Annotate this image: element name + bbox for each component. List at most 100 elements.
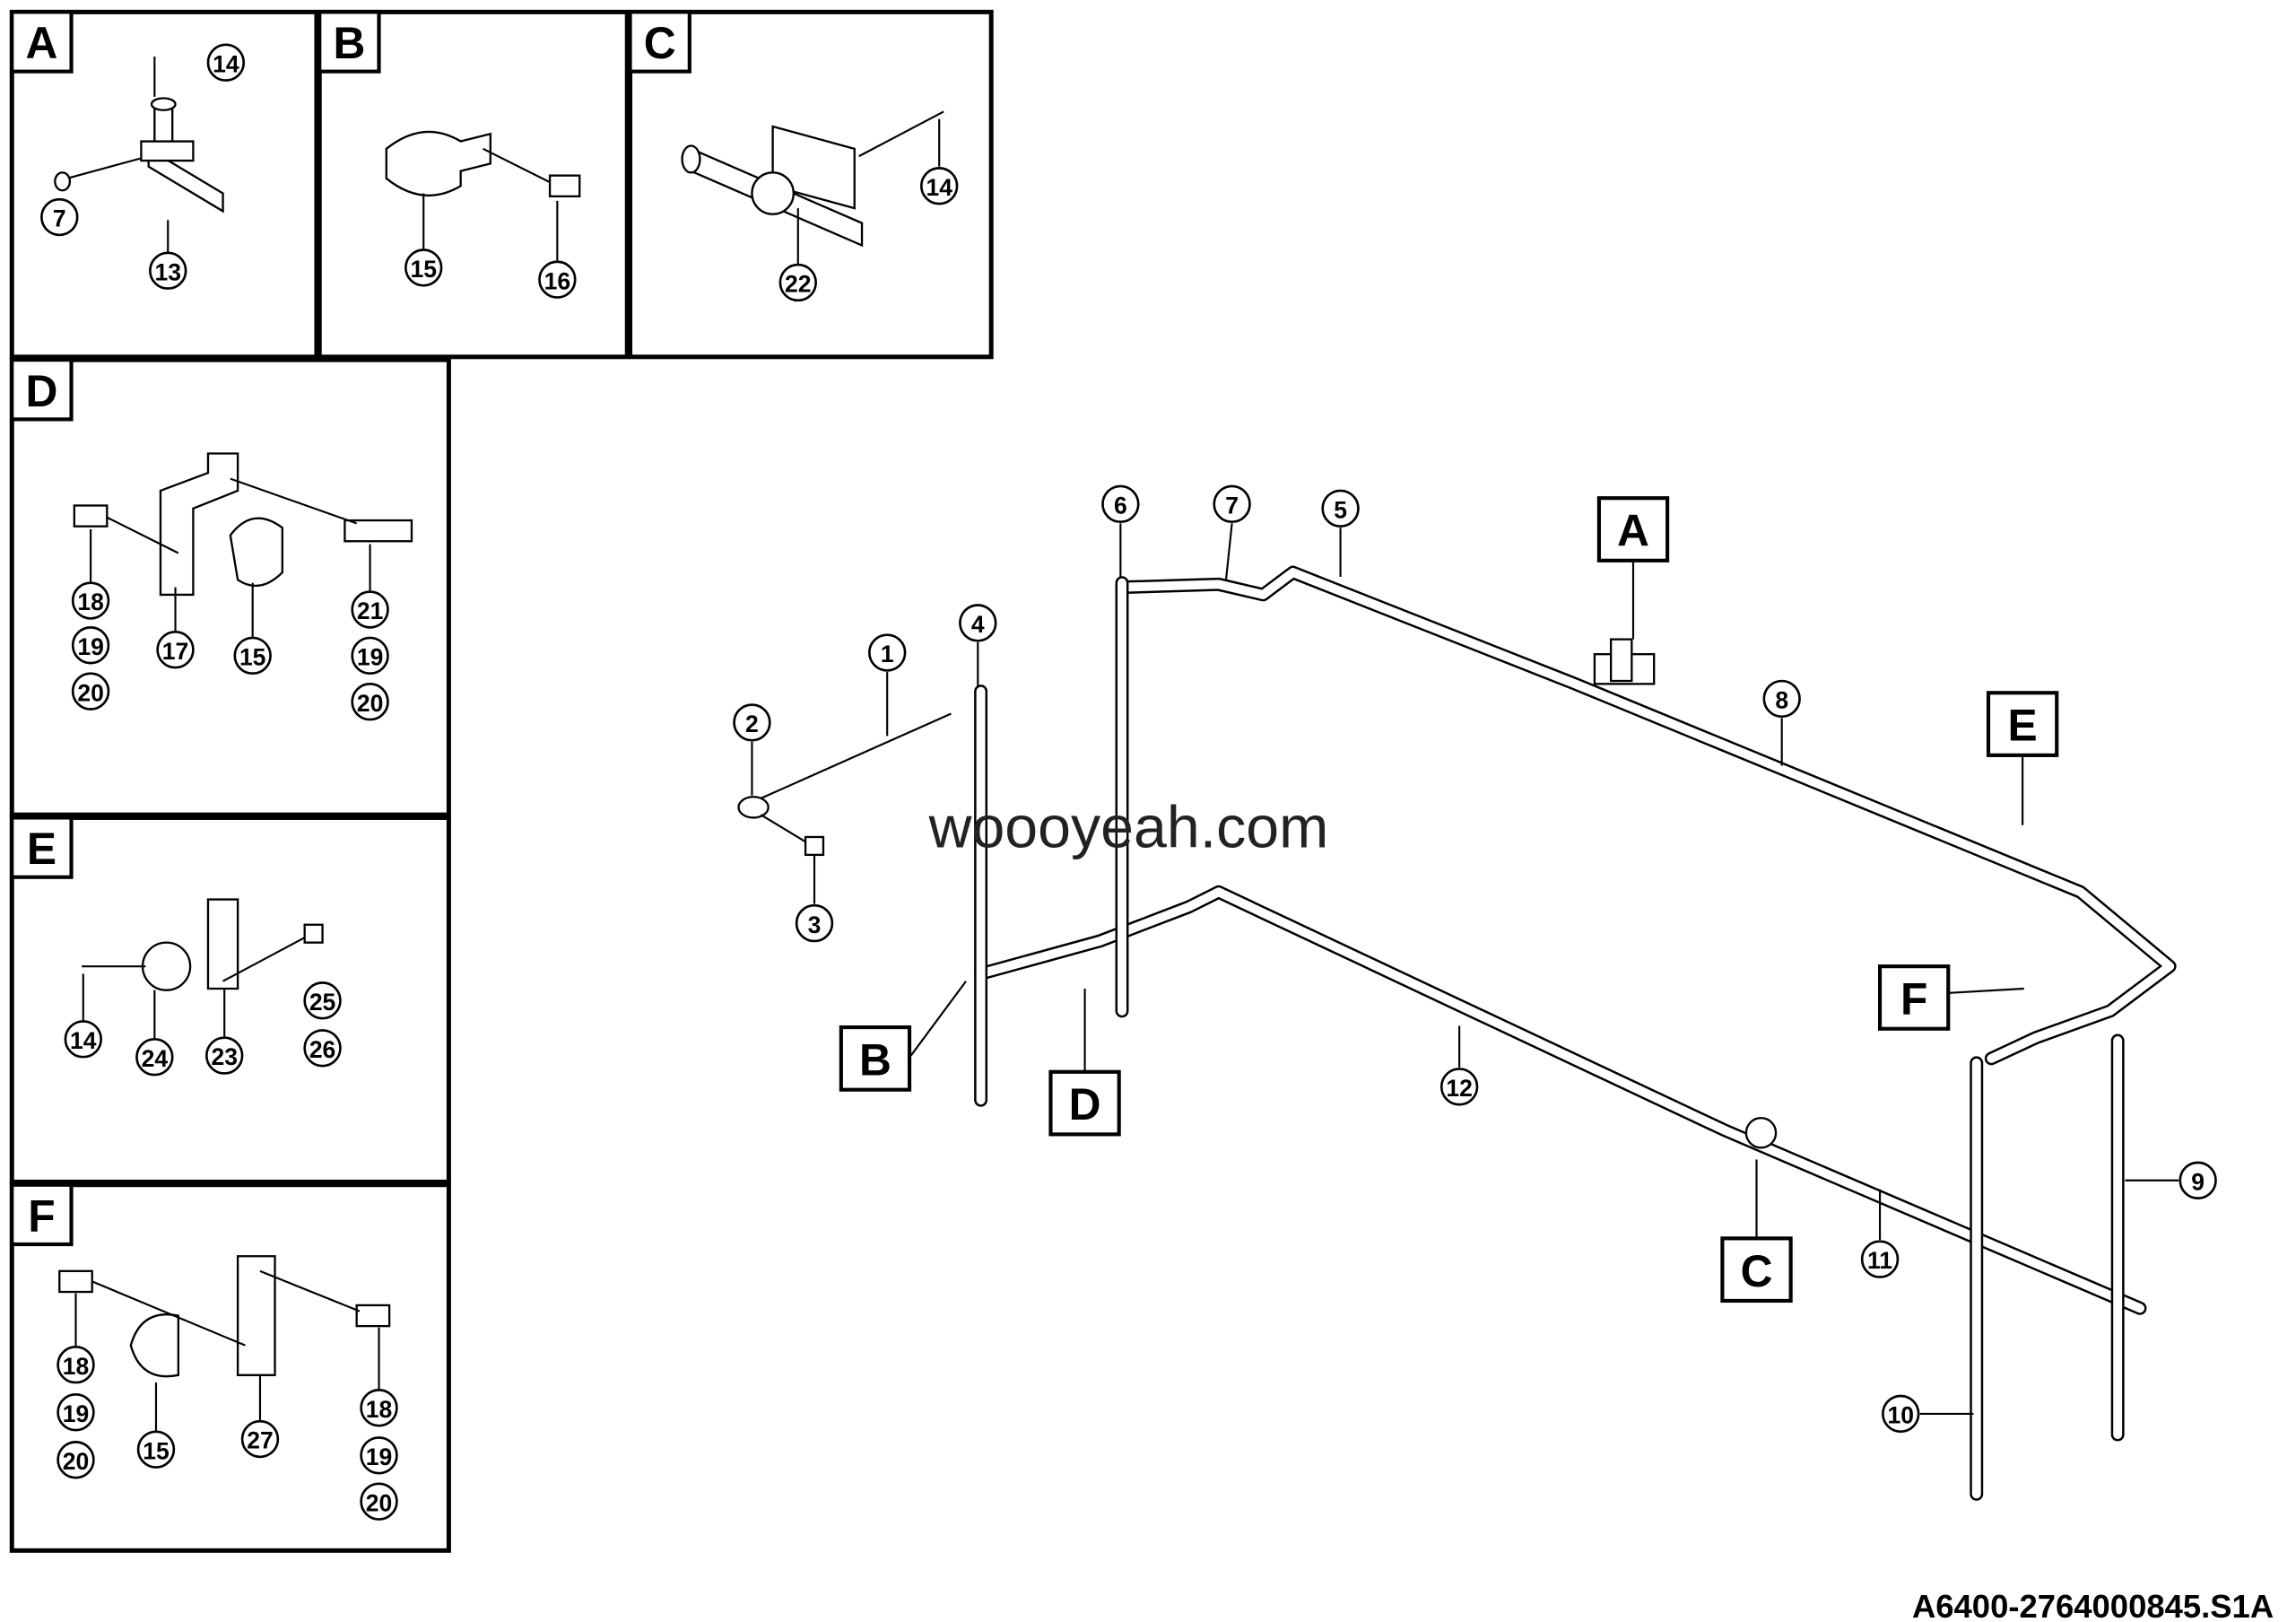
panel-b bbox=[317, 9, 630, 360]
panel-a bbox=[9, 9, 319, 360]
view-marker-e: E bbox=[1986, 691, 2059, 757]
callout-number: 27 bbox=[247, 1427, 273, 1454]
callout-number: 26 bbox=[309, 1036, 335, 1063]
lower-pipe bbox=[974, 885, 2147, 1315]
callout-number: 15 bbox=[143, 1437, 169, 1464]
callout: 20 bbox=[71, 672, 110, 711]
callout-number: 19 bbox=[357, 644, 383, 671]
callout: 17 bbox=[156, 631, 195, 669]
callout: 19 bbox=[351, 636, 389, 676]
callout: 7 bbox=[1213, 484, 1251, 524]
callout: 16 bbox=[538, 260, 577, 299]
detail-e-sketch bbox=[82, 898, 324, 1040]
callout-number: 8 bbox=[1775, 687, 1788, 714]
detail-c-sketch bbox=[681, 110, 944, 266]
view-marker-c: C bbox=[1720, 1236, 1793, 1304]
callout-number: 20 bbox=[357, 690, 383, 717]
callout-number: 9 bbox=[2191, 1168, 2205, 1195]
callout-number: 14 bbox=[70, 1027, 97, 1054]
callout: 23 bbox=[204, 1036, 244, 1075]
panel-letter-b: B bbox=[317, 10, 381, 74]
callout: 12 bbox=[1439, 1068, 1479, 1106]
callout-number: 14 bbox=[926, 174, 952, 201]
callout: 14 bbox=[919, 167, 959, 205]
callout-number: 20 bbox=[77, 679, 103, 706]
panel-letter-c-letter: C bbox=[644, 18, 676, 68]
view-marker-d: D bbox=[1048, 1069, 1121, 1137]
callout-number: 7 bbox=[53, 205, 66, 232]
callout: 5 bbox=[1321, 489, 1360, 528]
callout-number: 15 bbox=[410, 256, 436, 283]
callout: 15 bbox=[136, 1430, 176, 1469]
watermark: woooyeah.com bbox=[928, 795, 1329, 861]
view-marker-c-letter: C bbox=[1741, 1246, 1773, 1296]
panel-f bbox=[9, 1182, 451, 1553]
callout: 2 bbox=[733, 703, 771, 742]
callout-number: 22 bbox=[785, 271, 811, 298]
view-marker-a-letter: A bbox=[1617, 506, 1649, 556]
callout: 4 bbox=[959, 604, 997, 642]
panel-letter-f-letter: F bbox=[28, 1191, 55, 1242]
panel-letter-e: E bbox=[10, 815, 74, 879]
callout: 21 bbox=[351, 590, 389, 629]
callout-number: 2 bbox=[745, 711, 759, 737]
callout-number: 7 bbox=[1225, 492, 1239, 519]
detail-a-sketch bbox=[54, 57, 224, 253]
callout-number: 16 bbox=[544, 267, 570, 294]
callout-number: 23 bbox=[211, 1043, 237, 1070]
panel-e bbox=[9, 815, 451, 1184]
callout: 7 bbox=[40, 197, 79, 237]
callout-number: 21 bbox=[357, 597, 383, 624]
view-marker-b: B bbox=[839, 1025, 912, 1092]
callout: 26 bbox=[303, 1029, 342, 1068]
callout-number: 17 bbox=[162, 638, 188, 665]
view-marker-d-letter: D bbox=[1069, 1079, 1101, 1129]
callout: 20 bbox=[57, 1441, 95, 1479]
callout-number: 1 bbox=[881, 641, 894, 667]
callout: 11 bbox=[1860, 1240, 1900, 1278]
panel-letter-c: C bbox=[628, 10, 691, 74]
panel-letter-d-letter: D bbox=[25, 366, 57, 416]
panel-d bbox=[9, 357, 451, 817]
callout: 18 bbox=[57, 1346, 95, 1384]
detail-d-sketch bbox=[73, 452, 413, 638]
callout-number: 14 bbox=[213, 50, 239, 77]
detail-b-sketch bbox=[385, 130, 581, 262]
callout-number: 25 bbox=[309, 989, 335, 1016]
callout-number: 19 bbox=[63, 1400, 89, 1427]
panel-letter-a: A bbox=[10, 10, 74, 74]
panel-letter-e-letter: E bbox=[27, 824, 57, 874]
callout-number: 18 bbox=[77, 589, 103, 615]
callout: 25 bbox=[303, 981, 342, 1020]
view-marker-a: A bbox=[1596, 496, 1670, 562]
callout: 14 bbox=[64, 1020, 102, 1059]
callout: 19 bbox=[71, 626, 110, 665]
callout: 27 bbox=[240, 1419, 280, 1459]
callout: 13 bbox=[149, 251, 187, 290]
callout-number: 10 bbox=[1888, 1402, 1914, 1429]
callout-number: 19 bbox=[77, 633, 103, 660]
main-assembly bbox=[737, 523, 2179, 1501]
callout-number: 6 bbox=[1114, 492, 1127, 519]
callout: 15 bbox=[233, 636, 272, 676]
view-marker-e-letter: E bbox=[2008, 701, 2038, 751]
callout: 22 bbox=[778, 263, 817, 302]
callout-number: 20 bbox=[366, 1489, 392, 1516]
callout: 9 bbox=[2179, 1161, 2217, 1199]
callout-number: 18 bbox=[366, 1396, 392, 1423]
view-marker-f-letter: F bbox=[1900, 974, 1927, 1025]
callout: 1 bbox=[867, 633, 907, 672]
callout: 18 bbox=[360, 1389, 398, 1427]
callout-number: 15 bbox=[239, 644, 265, 671]
panel-letter-b-letter: B bbox=[333, 18, 365, 68]
callout: 14 bbox=[206, 43, 246, 82]
callout: 20 bbox=[351, 683, 389, 721]
callout: 15 bbox=[404, 249, 443, 287]
callout: 24 bbox=[135, 1038, 174, 1077]
callout: 20 bbox=[360, 1482, 398, 1521]
callout-number: 12 bbox=[1446, 1075, 1472, 1102]
callout: 6 bbox=[1101, 484, 1140, 524]
callout: 18 bbox=[71, 581, 110, 620]
callout-number: 4 bbox=[971, 611, 985, 638]
